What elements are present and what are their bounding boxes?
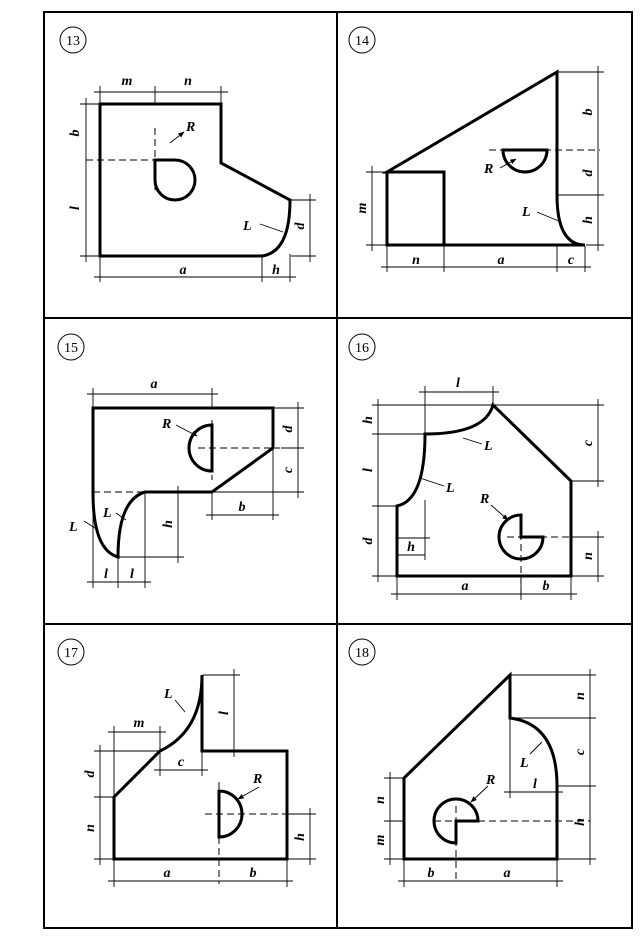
part-outline (381, 69, 586, 247)
part-outline (91, 406, 275, 559)
label-l: l (68, 206, 83, 210)
variant-number: 14 (355, 34, 369, 49)
label-h-top: h (361, 416, 376, 424)
hole-outline (217, 789, 244, 839)
label-l: l (217, 711, 232, 715)
label-a: a (498, 253, 505, 268)
label-m: m (134, 716, 145, 731)
hole-outline (153, 158, 197, 202)
label-n: n (184, 74, 192, 89)
label-b: b (543, 579, 550, 594)
label-L-top: L (483, 439, 493, 454)
variant-number-circle (348, 26, 376, 54)
hole-outline (432, 797, 480, 845)
label-L-2: L (102, 506, 112, 521)
label-b: b (428, 866, 435, 881)
label-a: a (151, 377, 158, 392)
label-b: b (581, 109, 596, 116)
label-R: R (483, 162, 493, 177)
variant-number-circle (59, 26, 87, 54)
label-h-mid: h (407, 540, 415, 555)
label-c: c (568, 253, 575, 268)
hole-outline (501, 148, 549, 174)
label-d: d (581, 169, 596, 177)
label-b: b (239, 500, 246, 515)
label-L: L (519, 756, 529, 771)
part-outline (112, 674, 289, 861)
label-a: a (504, 866, 511, 881)
label-a: a (180, 263, 187, 278)
label-c: c (573, 748, 588, 755)
label-L: L (521, 205, 531, 220)
label-L: L (163, 687, 173, 702)
label-h: h (573, 818, 588, 826)
label-n-top: n (573, 692, 588, 700)
label-m: m (355, 202, 370, 213)
label-a: a (164, 866, 171, 881)
part-outline (395, 402, 573, 578)
variant-number: 15 (64, 341, 78, 356)
label-d: d (83, 770, 98, 778)
label-b: b (68, 130, 83, 137)
label-R: R (185, 120, 195, 135)
label-n: n (581, 552, 596, 560)
label-n-left: n (373, 796, 388, 804)
variant-18: 18 R n c h l n m b a L (348, 638, 596, 887)
label-L-left: L (445, 481, 455, 496)
hole-outline (497, 513, 545, 561)
variant-14: 14 R b d h m n a c L (348, 26, 604, 272)
variant-number: 16 (355, 341, 369, 356)
label-n: n (83, 824, 98, 832)
label-h: h (272, 263, 280, 278)
label-m: m (122, 74, 133, 89)
variant-number: 18 (355, 646, 369, 661)
label-m: m (373, 834, 388, 845)
variant-number-circle (57, 333, 85, 361)
label-l-left: l (361, 468, 376, 472)
variant-13: 13 R m n b l a h d L (59, 26, 316, 282)
label-l-top: l (456, 376, 460, 391)
label-l-1: l (104, 567, 108, 582)
variant-number-circle (348, 333, 376, 361)
label-h: h (581, 216, 596, 224)
label-c: c (581, 439, 596, 446)
label-d: d (361, 537, 376, 545)
label-n: n (412, 253, 420, 268)
part-outline (98, 102, 292, 258)
variant-number-circle (348, 638, 376, 666)
label-c: c (178, 755, 185, 770)
label-d: d (281, 425, 296, 433)
label-R: R (485, 773, 495, 788)
variant-15: 15 R a d c h b l l (57, 333, 304, 588)
label-h: h (293, 833, 308, 841)
label-l: l (533, 777, 537, 792)
label-a: a (462, 579, 469, 594)
variant-number-circle (57, 638, 85, 666)
label-R: R (479, 492, 489, 507)
variant-17: 17 R l m c d n h (57, 638, 316, 887)
label-d: d (293, 222, 308, 230)
label-h: h (161, 520, 176, 528)
variant-number: 13 (66, 34, 80, 49)
label-c: c (281, 466, 296, 473)
hole-outline (187, 423, 214, 473)
label-L-1: L (68, 520, 78, 535)
variant-number: 17 (64, 646, 78, 661)
label-L: L (242, 219, 252, 234)
label-b: b (250, 866, 257, 881)
label-R: R (161, 417, 171, 432)
label-l-2: l (130, 567, 134, 582)
variant-16: 16 R l h l d c n h (348, 333, 604, 600)
grid-frame (43, 11, 633, 929)
part-outline (402, 671, 559, 861)
label-R: R (252, 772, 262, 787)
